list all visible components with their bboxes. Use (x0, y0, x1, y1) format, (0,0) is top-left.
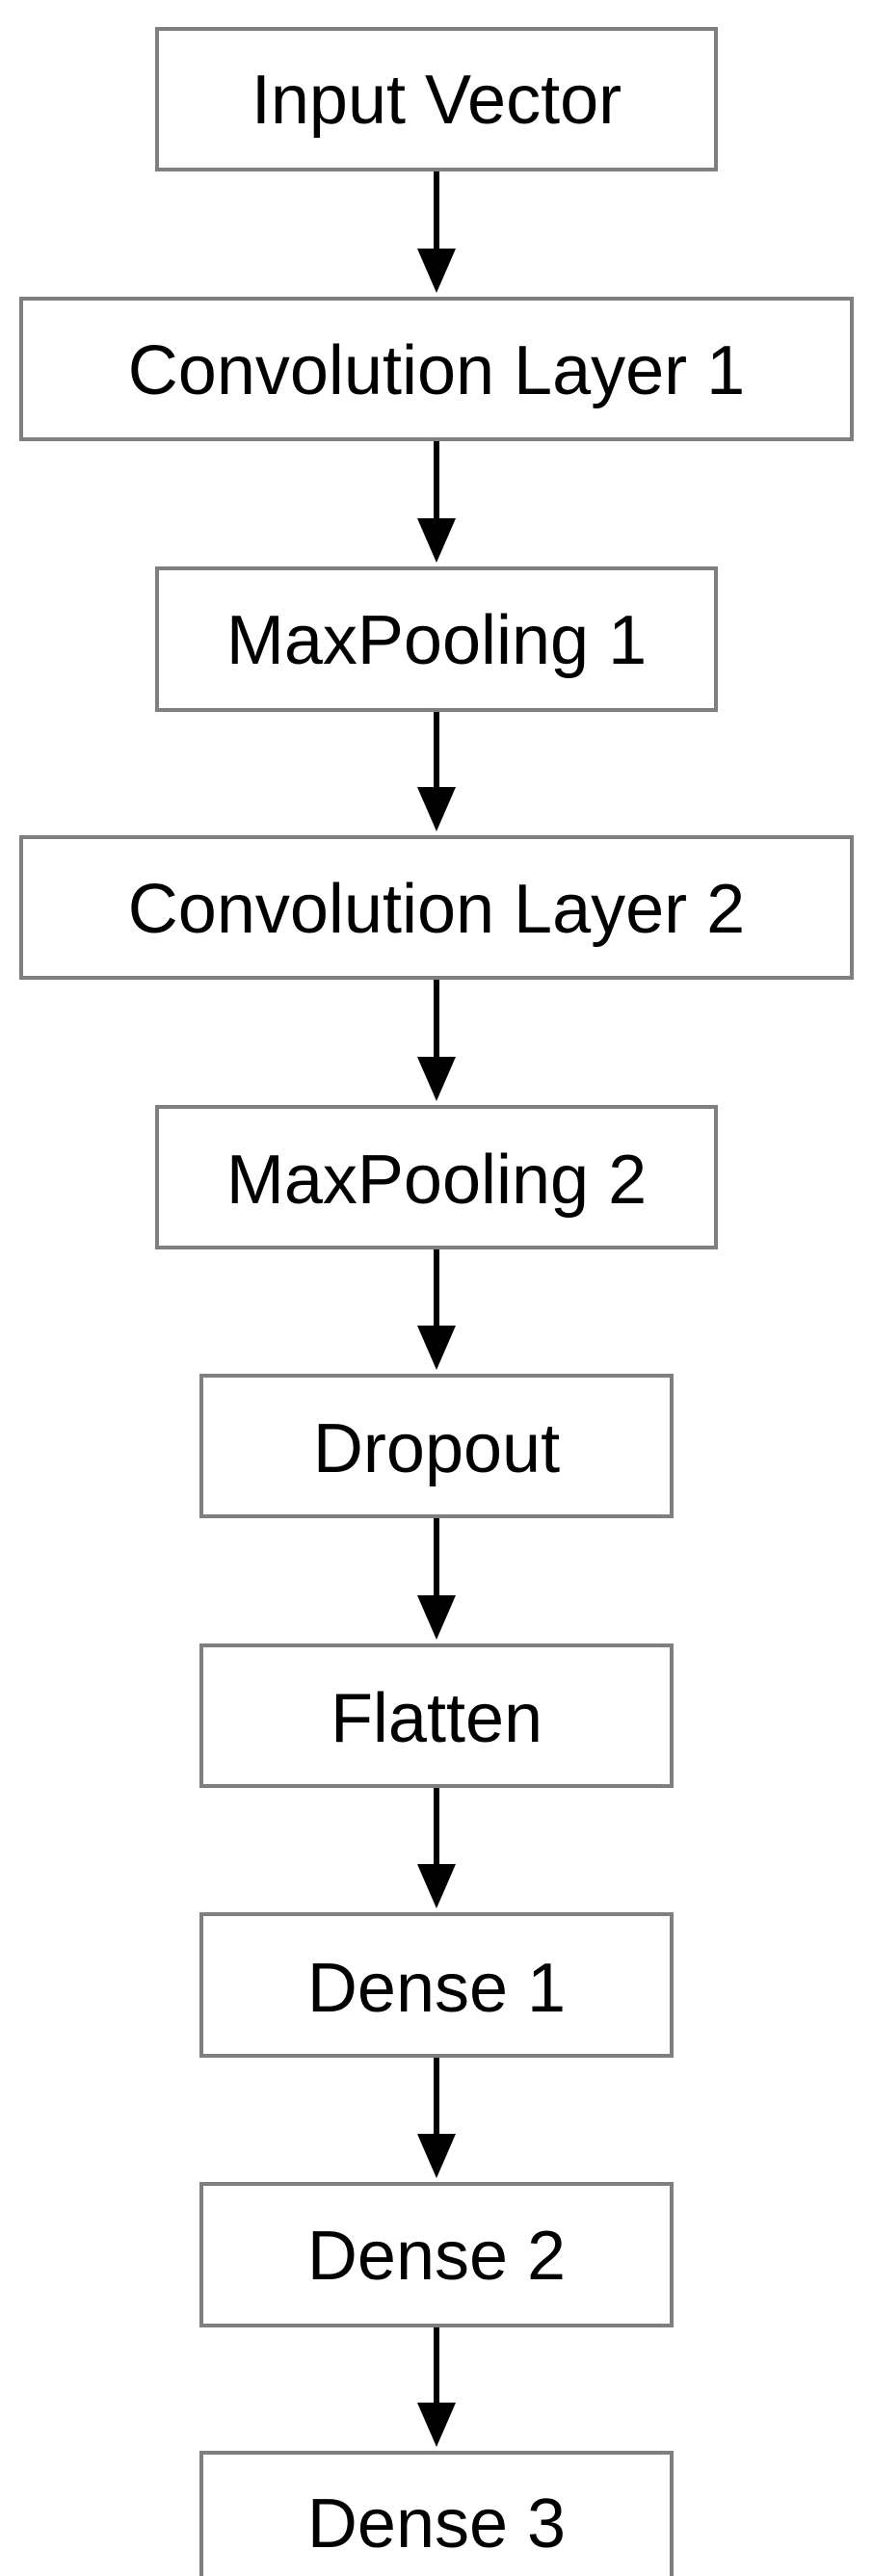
edges (417, 170, 456, 2447)
edge-dropout-to-flatten (417, 1516, 456, 1640)
edge-dense2-to-dense3 (417, 2326, 456, 2447)
node-dense-2: Dense 2 (199, 2182, 674, 2327)
edge-dense1-to-dense2 (417, 2056, 456, 2178)
node-dense-1: Dense 1 (199, 1912, 674, 2058)
node-convolution-layer-1: Convolution Layer 1 (19, 297, 854, 441)
node-dense-3: Dense 3 (199, 2451, 674, 2576)
node-flatten: Flatten (199, 1643, 674, 1788)
edge-conv1-to-pool1 (417, 438, 456, 563)
nodes: Input Vector Convolution Layer 1 MaxPool… (19, 27, 854, 2576)
node-flatten-label: Flatten (331, 1680, 542, 1757)
node-dropout: Dropout (199, 1374, 674, 1518)
edge-pool2-to-dropout (417, 1248, 456, 1370)
node-dense-3-label: Dense 3 (307, 2485, 566, 2563)
node-maxpooling-1-label: MaxPooling 1 (226, 602, 647, 679)
edge-pool1-to-conv2 (417, 710, 456, 831)
node-input-vector-label: Input Vector (251, 62, 622, 139)
node-dense-1-label: Dense 1 (307, 1950, 566, 2027)
node-dense-2-label: Dense 2 (307, 2218, 566, 2295)
node-convolution-layer-2: Convolution Layer 2 (19, 835, 854, 980)
node-convolution-layer-1-label: Convolution Layer 1 (128, 332, 745, 409)
edge-flatten-to-dense1 (417, 1786, 456, 1908)
edge-conv2-to-pool2 (417, 978, 456, 1101)
node-dropout-label: Dropout (313, 1410, 560, 1487)
edge-input-to-conv1 (417, 170, 456, 293)
node-maxpooling-1: MaxPooling 1 (155, 566, 718, 712)
node-convolution-layer-2-label: Convolution Layer 2 (128, 871, 745, 948)
node-input-vector: Input Vector (155, 27, 718, 171)
node-maxpooling-2: MaxPooling 2 (155, 1105, 718, 1249)
node-maxpooling-2-label: MaxPooling 2 (226, 1142, 647, 1219)
